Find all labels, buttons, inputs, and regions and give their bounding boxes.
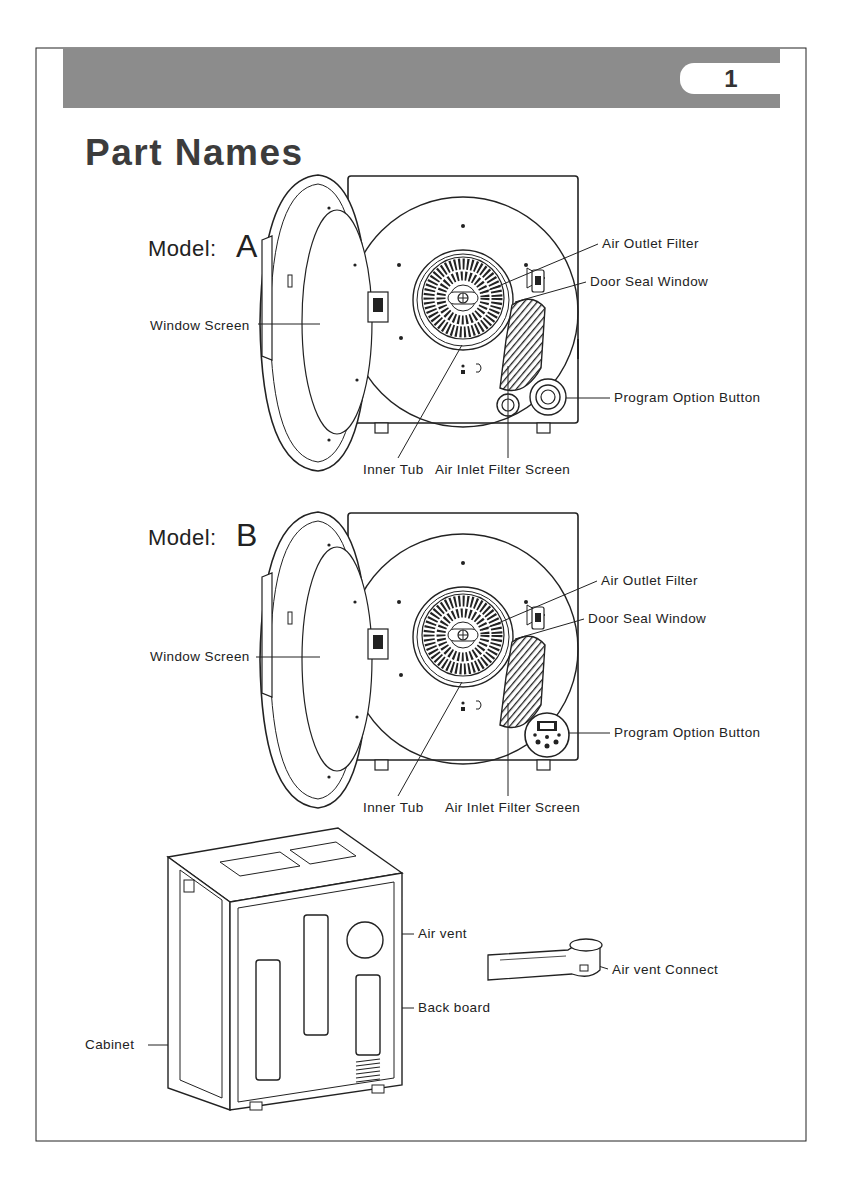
- part-name: Air Outlet Filter: [602, 237, 699, 251]
- page-title: Part Names: [85, 134, 304, 171]
- dryer-model-b: [260, 339, 579, 808]
- part-name: Program Option Button: [614, 391, 760, 405]
- model-label: Model:: [148, 527, 216, 549]
- part-name: Air Inlet Filter Screen: [435, 463, 570, 477]
- dryer-model-a: [260, 175, 578, 471]
- part-name: Air vent Connect: [612, 963, 718, 977]
- part-name: Inner Tub: [363, 801, 424, 815]
- part-name: Back board: [418, 1001, 490, 1015]
- dryer-back-view: [168, 828, 402, 1110]
- part-name: Cabinet: [85, 1038, 134, 1052]
- model-label: Model:: [148, 238, 216, 260]
- part-name: Air Inlet Filter Screen: [445, 801, 580, 815]
- model-letter: A: [236, 230, 258, 262]
- part-name: Program Option Button: [614, 726, 760, 740]
- page-number-pill: 1: [680, 63, 782, 94]
- part-name: Door Seal Window: [590, 275, 708, 289]
- page-number: 1: [724, 67, 737, 91]
- page-border: [36, 48, 806, 1141]
- part-name: Air vent: [418, 927, 467, 941]
- header-band: [63, 48, 780, 108]
- model-letter: B: [236, 519, 258, 551]
- part-name: Window Screen: [150, 650, 250, 664]
- part-name: Air Outlet Filter: [601, 574, 698, 588]
- part-name: Window Screen: [150, 319, 250, 333]
- air-vent-connect-part: [488, 939, 602, 980]
- part-name: Inner Tub: [363, 463, 424, 477]
- part-name: Door Seal Window: [588, 612, 706, 626]
